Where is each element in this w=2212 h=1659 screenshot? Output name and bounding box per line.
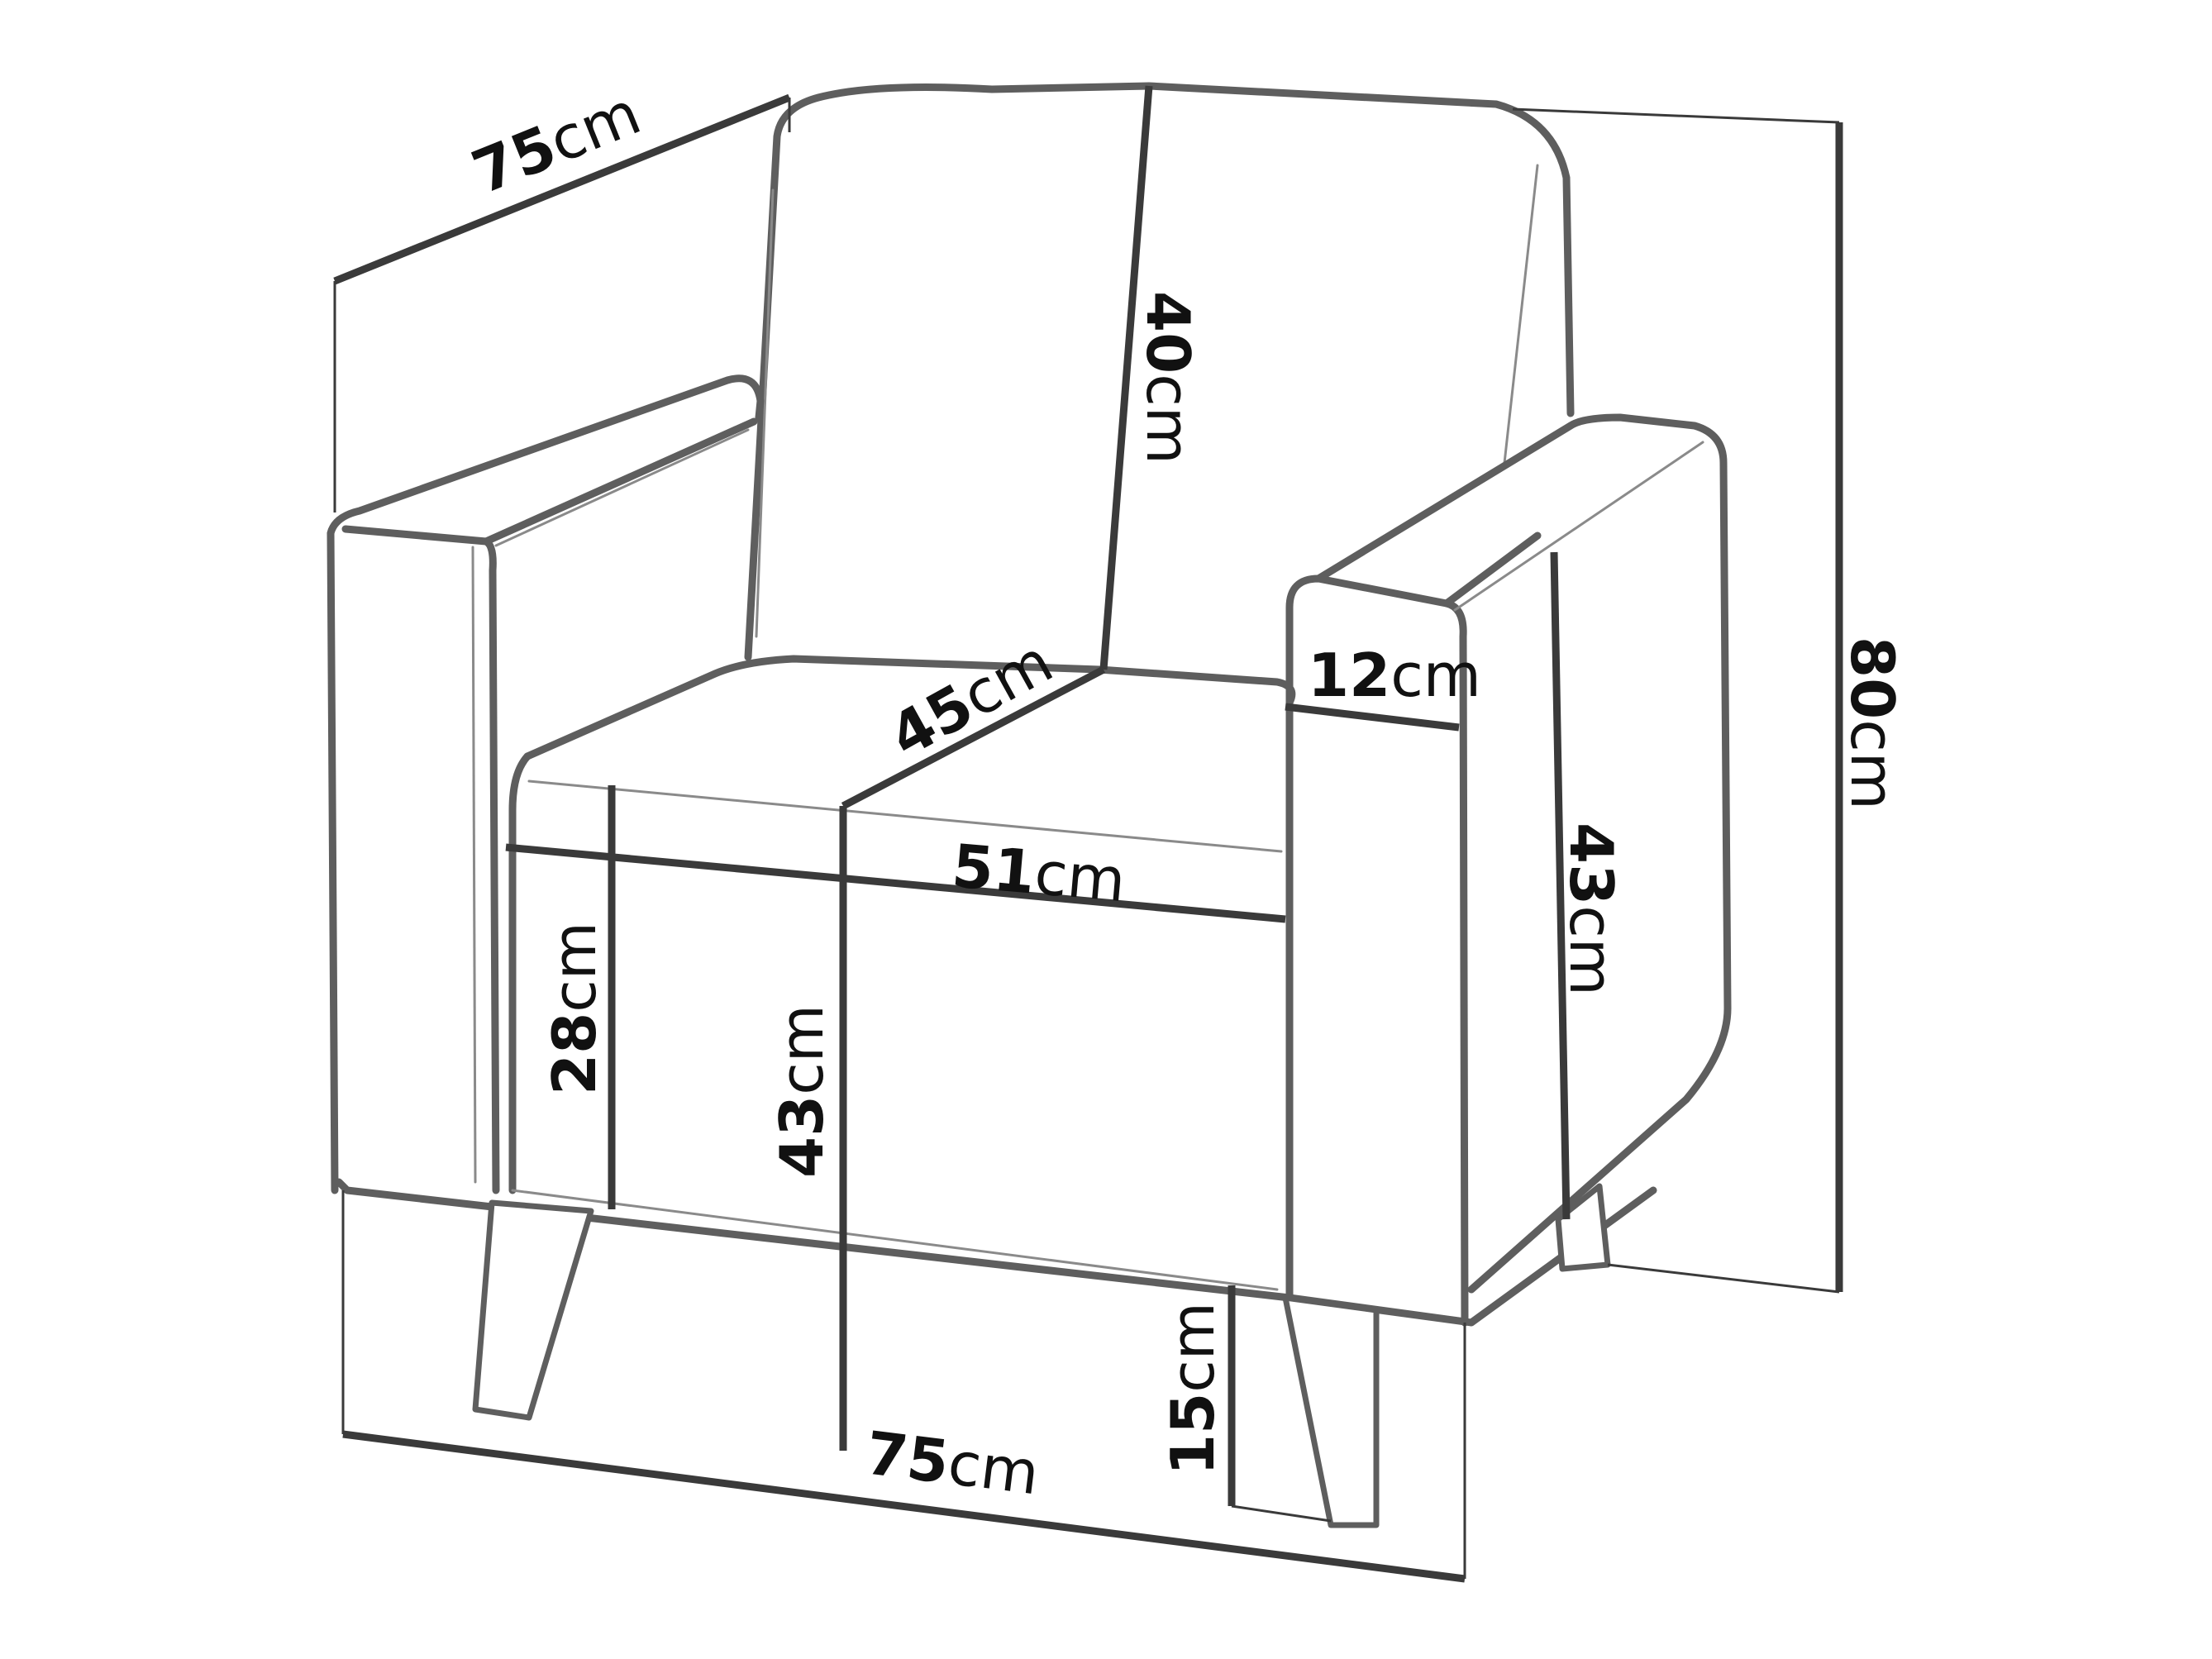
leg-front-left	[472, 1199, 594, 1421]
total-height-ext-bottom	[1607, 1263, 1840, 1294]
dimension-labels: 75cm 40cm 80cm 45cm 12cm 51cm 43cm 28cm …	[463, 78, 1907, 1508]
armchair	[327, 82, 1732, 1528]
seat-width-line	[505, 843, 1286, 923]
right-armrest-front	[1442, 599, 1469, 1327]
backrest-edge-right	[1503, 164, 1539, 465]
dimension-lines	[333, 85, 1843, 1583]
base-lower-edge	[511, 1189, 1279, 1291]
total-height-ext-top	[1512, 107, 1840, 124]
backrest	[744, 82, 1575, 661]
label-leg-height: 15cm	[1158, 1302, 1228, 1475]
label-backrest-height: 40cm	[1133, 291, 1203, 465]
leg-front-right	[1282, 1294, 1380, 1528]
seat-front-left	[508, 752, 532, 1194]
right-armrest-top-inner	[1453, 441, 1704, 612]
arm-width-line	[1285, 703, 1460, 732]
label-total-width: 75cm	[862, 1418, 1043, 1508]
arm-height-line	[1550, 551, 1571, 1220]
left-armrest-top-edge	[482, 417, 758, 546]
label-total-height: 80cm	[1838, 636, 1907, 810]
left-armrest-front-inner	[471, 546, 477, 1184]
seat-depth-line	[841, 666, 1106, 809]
left-armrest-top-inner	[494, 428, 750, 547]
top-depth-line	[333, 93, 791, 285]
label-arm-width: 12cm	[1308, 641, 1481, 710]
label-seat-height: 43cm	[767, 1004, 837, 1178]
backrest-edge-left	[755, 188, 775, 638]
label-base-height: 28cm	[540, 922, 609, 1095]
label-arm-height: 43cm	[1557, 822, 1626, 996]
right-armrest-outer	[1314, 413, 1732, 1294]
left-armrest	[327, 374, 765, 1194]
seat-front-edge	[527, 779, 1283, 853]
backrest-height-line	[1099, 85, 1153, 670]
label-seat-depth: 45cm	[879, 627, 1064, 771]
leg-height-ext	[1231, 1504, 1332, 1523]
label-seat-width: 51cm	[950, 831, 1128, 915]
total-width-line	[342, 1430, 1466, 1583]
